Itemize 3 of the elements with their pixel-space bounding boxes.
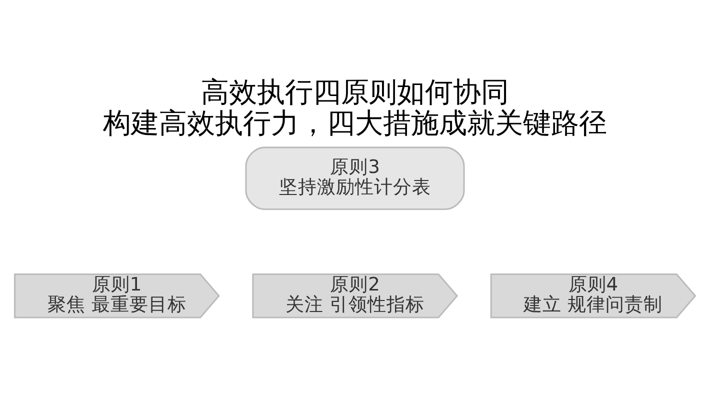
diagram-title: 高效执行四原则如何协同 — [201, 76, 509, 109]
caption: 构建高效执行力，四大措施成就关键路径 — [103, 106, 607, 140]
node-box: 原则3 坚持激励性计分表 — [245, 146, 465, 210]
